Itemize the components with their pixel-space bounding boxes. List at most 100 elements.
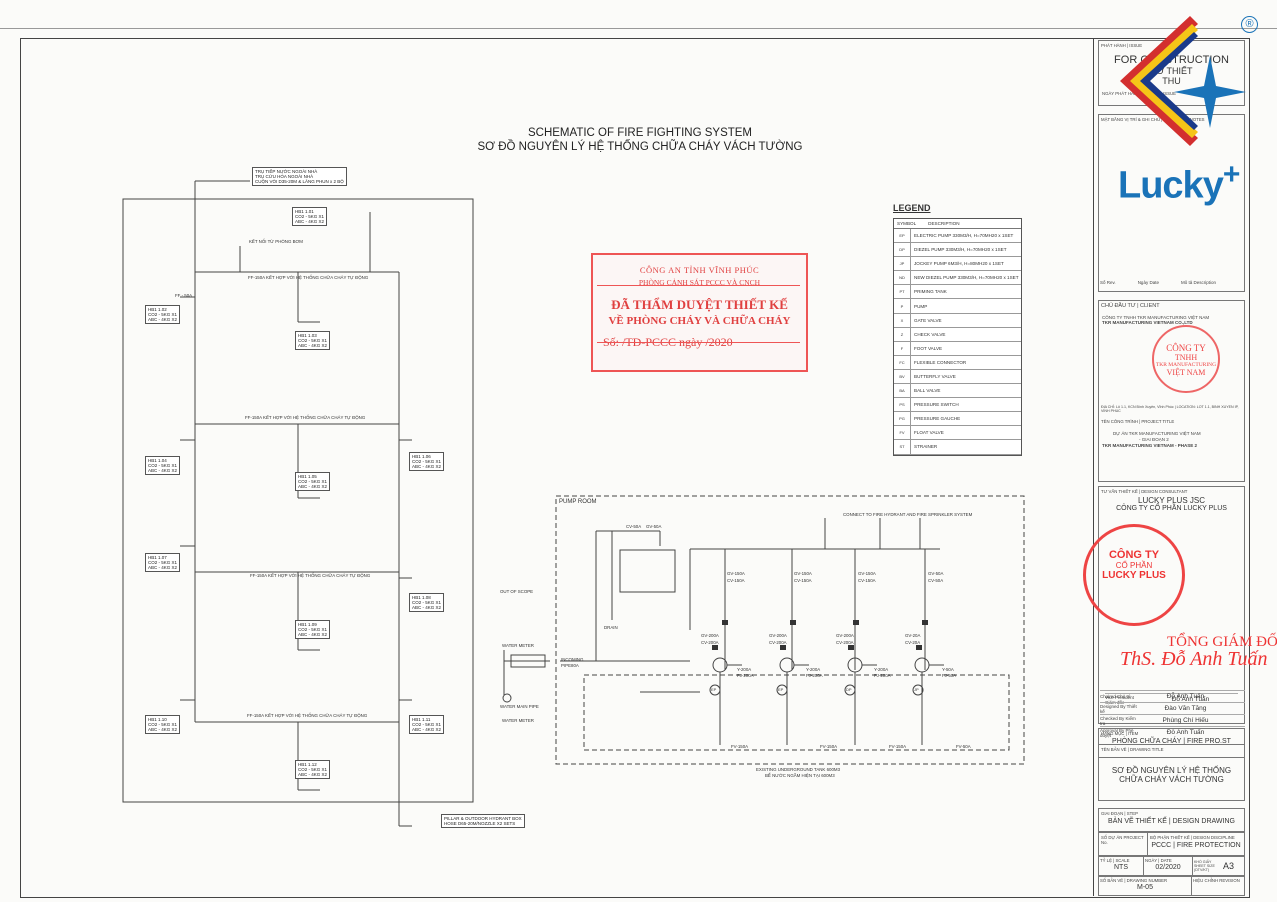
discipline-box: SỐ DỰ ÁN PROJECT No. BỘ PHẬN THIẾT KẾ | … <box>1098 832 1245 856</box>
tank-label-2: BỂ NƯỚC NGẦM HIỆN TẠI 600M3 <box>765 773 835 778</box>
connect-pump-label: KẾT NỐI TỪ PHÒNG BƠM <box>249 239 303 244</box>
rev-header: Số Rev. Ngày Date Mô tả Description <box>1100 280 1216 285</box>
pump3-cv: CV-150A <box>858 578 876 583</box>
pump3-id: DP <box>846 687 852 692</box>
pump2-fv: FV-150A <box>820 744 838 749</box>
pump1-cv2: CV-200A <box>701 640 719 645</box>
pump1-fv: FV-150A <box>731 744 749 749</box>
registered-mark: ® <box>1241 16 1258 33</box>
hbt-box-12: HB1 1.12 CO2 - 5KG X1 ABC - 4KG X2 <box>295 760 331 779</box>
incoming-label: INCOMING <box>561 657 584 662</box>
legend-description: PUMP <box>914 303 928 309</box>
scale-box: TỶ LỆ | SCALE NTS NGÀY | DATE 02/2020 KH… <box>1098 856 1245 876</box>
top-border-line <box>0 28 1277 29</box>
legend-description: FLEXIBLE CONNECTOR <box>914 359 967 365</box>
client-stamp: CÔNG TY TNHH TKR MANUFACTURING VIỆT NAM <box>1152 325 1220 393</box>
step-box: GIAI ĐOẠN | STEP BẢN VẼ THIẾT KẾ | DESIG… <box>1098 808 1245 832</box>
director-title: TỔNG GIÁM ĐỐC <box>1167 634 1277 650</box>
approval-stamp: CÔNG AN TỈNH VĨNH PHÚC PHÒNG CẢNH SÁT PC… <box>591 253 808 372</box>
pump4-fj: FJ-50A <box>942 673 957 678</box>
hydrant-tag-top: TRỤ TIẾP NƯỚC NGOÀI NHÀ TRỤ CỨU HỎA NGOÀ… <box>252 167 347 186</box>
pump1-yv: Y-200A <box>737 667 752 672</box>
tank-label-1: EXISTING UNDERGROUND TANK 600M3 <box>756 767 841 772</box>
pump4-fv: FV-50A <box>956 744 971 749</box>
pump1-gv2: GV-200A <box>701 633 719 638</box>
pump2-gv2: GV-200A <box>769 633 787 638</box>
pump3-gv2: GV-200A <box>836 633 854 638</box>
client-box: CHỦ ĐẦU TƯ | CLIENT CÔNG TY TNHH TKR MAN… <box>1098 300 1245 482</box>
hydrant-tag-bottom: PILLAR & OUTDOOR HYDRANT BOX HOSE D65-20… <box>441 814 525 828</box>
ff-line-2: FF-150A KẾT HỢP VỚI HỆ THỐNG CHỮA CHÁY T… <box>245 415 366 420</box>
legend-description: DIEZEL PUMP 330M3/H, H=70MH20 x 1SET <box>914 247 1007 253</box>
legend-symbol: PS <box>894 398 911 412</box>
out-of-scope-label: OUT OF SCOPE <box>500 589 534 594</box>
pump4-cv: CV-50A <box>928 578 944 583</box>
hbt-box-5: HB1 1.05 CO2 - 5KG X1 ABC - 4KG X2 <box>295 472 331 491</box>
connect-hydrant-label: CONNECT TO FIRE HYDRANT AND FIRE SPRINKL… <box>843 512 973 517</box>
hbt-box-4: HB1 1.04 CO2 - 5KG X1 ABC - 4KG X2 <box>145 456 181 475</box>
legend-title: LEGEND <box>893 203 931 213</box>
hbt-box-7: HB1 1.07 CO2 - 5KG X1 ABC - 4KG X2 <box>145 553 181 572</box>
lucky-plus-logo-mark <box>1120 16 1246 146</box>
legend-symbol: PG <box>894 412 911 426</box>
ff-line-3: FF-150A KẾT HỢP VỚI HỆ THỐNG CHỮA CHÁY T… <box>250 573 371 578</box>
lucky-logo-text: Lucky+ <box>1118 158 1240 207</box>
hbt-box-10: HB1 1.10 CO2 - 5KG X1 ABC - 4KG X2 <box>145 715 181 734</box>
legend-description: JOCKEY PUMP 6M3/H, H=80MH20 x 1SET <box>914 261 1004 267</box>
drawing-no-box: SỐ BẢN VẼ | DRAWING NUMBER M-05 HIỆU CHỈ… <box>1098 876 1245 896</box>
roles-list-lower: Chaired Chủ trì Đỗ Anh Tuấn Designed By … <box>1100 690 1245 738</box>
legend-description: CHECK VALVE <box>914 331 946 337</box>
director-signature: ThS. Đỗ Anh Tuấn <box>1120 648 1268 670</box>
pump4-cv2: CV-20A <box>905 640 921 645</box>
ff-line-1: FF-150A KẾT HỢP VỚI HỆ THỐNG CHỮA CHÁY T… <box>248 275 369 280</box>
legend-symbol: JP <box>894 257 911 271</box>
hbt-box-8: HB1 1.08 CO2 - 5KG X1 ABC - 4KG X2 <box>409 593 445 612</box>
ff-line-4: FF-150A KẾT HỢP VỚI HỆ THỐNG CHỮA CHÁY T… <box>247 713 368 718</box>
legend-symbol: Z <box>894 327 911 341</box>
water-meter-label-2: WATER METER <box>502 718 534 723</box>
legend-description: GATE VALVE <box>914 317 942 323</box>
pump3-fj: FJ-200A <box>874 673 891 678</box>
pump4-yv: Y-50A <box>942 667 954 672</box>
pump4-id: JP <box>914 687 919 692</box>
hbt-box-2: HB1 1.02 CO2 - 5KG X1 ABC - 4KG X2 <box>145 305 181 324</box>
cv-50a-label: CV-50A <box>626 524 642 529</box>
hbt-box-9: HB1 1.09 CO2 - 5KG X1 ABC - 4KG X2 <box>295 620 331 639</box>
legend-symbol: X <box>894 313 911 327</box>
pump2-yv: Y-200A <box>806 667 821 672</box>
legend-symbol: ND <box>894 271 911 285</box>
pump1-id: EP <box>711 687 717 692</box>
hbt-box-6: HB1 1.06 CO2 - 5KG X1 ABC - 4KG X2 <box>409 452 445 471</box>
pump2-id: EP <box>778 687 784 692</box>
legend-symbol: DP <box>894 243 911 257</box>
legend-description: PRESSURE SWITCH <box>914 402 959 408</box>
pump2-fj: FJ-200A <box>806 673 823 678</box>
legend-description: PRIMING TANK <box>914 289 947 295</box>
pump-room-label: PUMP ROOM <box>559 499 597 505</box>
drain-label: DRAIN <box>604 625 618 630</box>
legend-symbol: P <box>894 299 911 313</box>
legend-description: FLOAT VALVE <box>914 430 944 436</box>
legend-symbol: FV <box>894 426 911 440</box>
legend-symbol: FC <box>894 355 911 369</box>
item-box: HẠNG MỤC | ITEM PHÒNG CHỮA CHÁY | FIRE P… <box>1098 728 1245 758</box>
pump3-fv: FV-150A <box>889 744 907 749</box>
pump3-yv: Y-200A <box>874 667 889 672</box>
pump1-gv: GV-150A <box>727 571 745 576</box>
legend-symbol: BA <box>894 384 911 398</box>
pump1-cv: CV-150A <box>727 578 745 583</box>
title-vi: SƠ ĐỒ NGUYÊN LÝ HỆ THỐNG CHỮA CHÁY VÁCH … <box>477 141 803 153</box>
pump3-cv2: CV-200A <box>836 640 854 645</box>
